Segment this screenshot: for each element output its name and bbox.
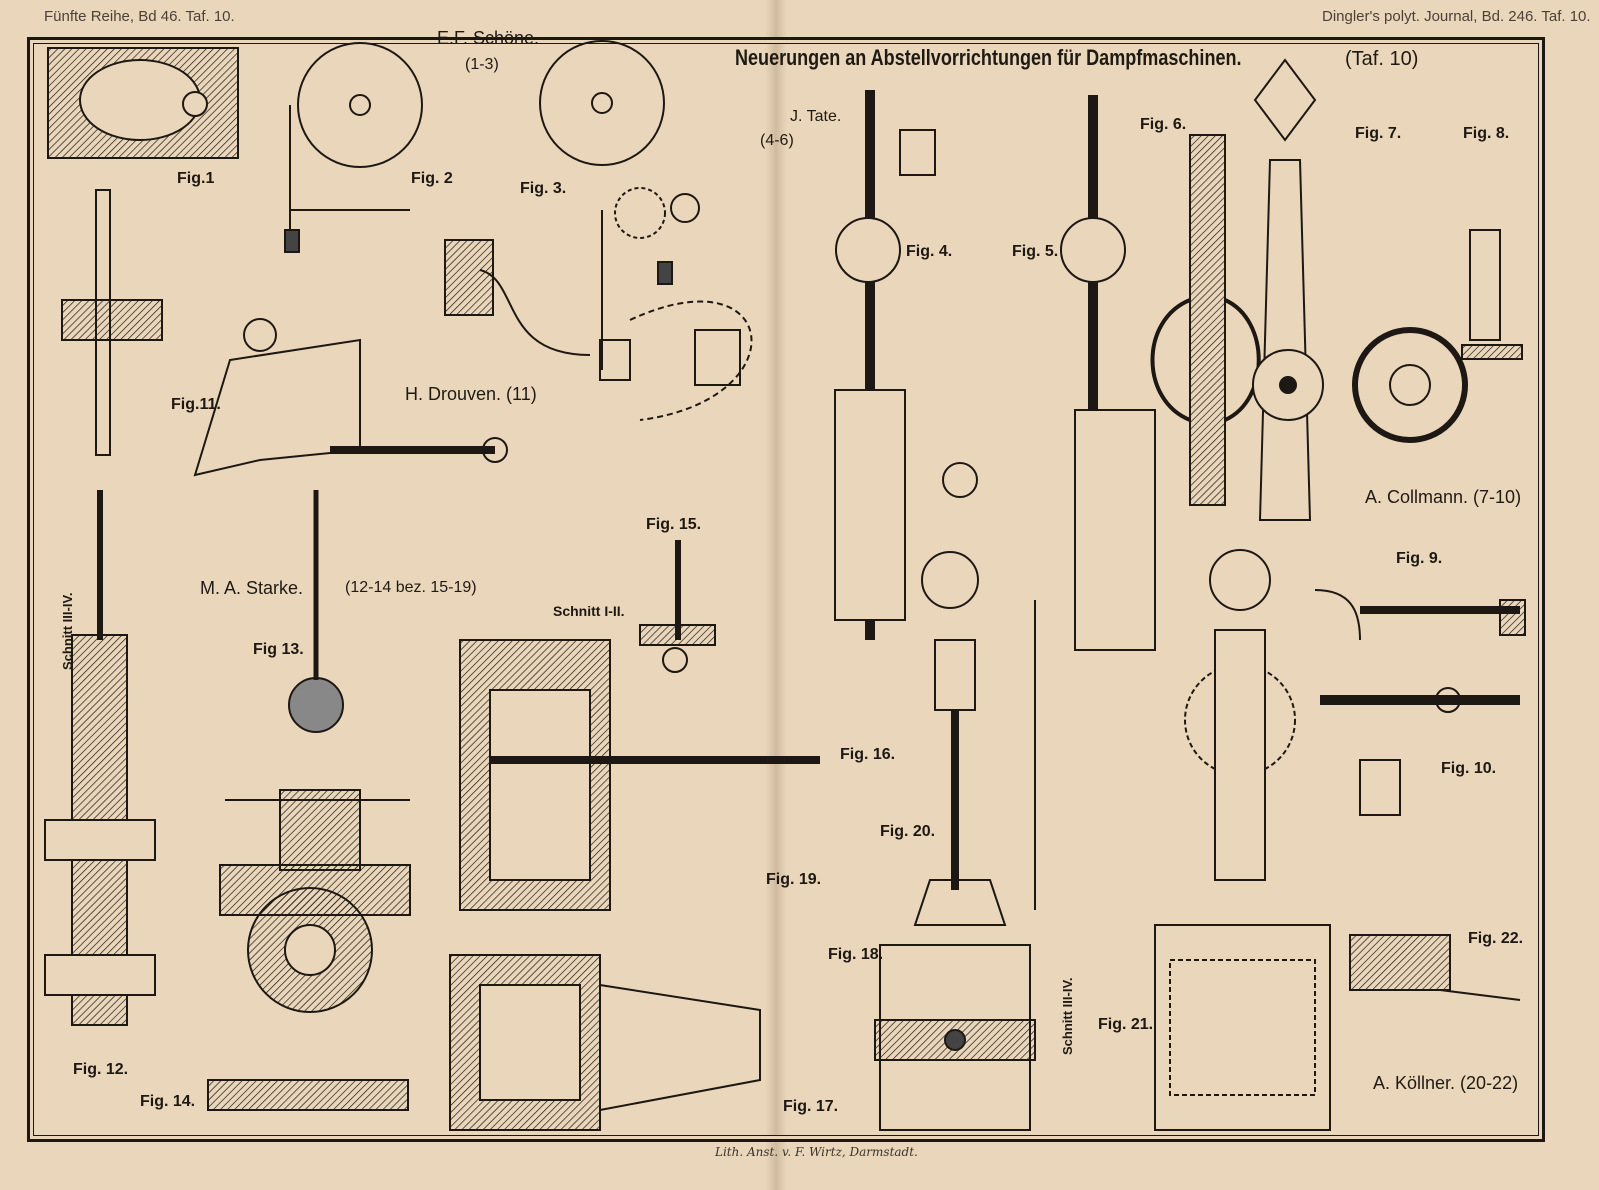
fig-12-label: Fig. 12. bbox=[73, 1061, 129, 1078]
fig-2-label: Fig. 2 bbox=[411, 170, 453, 187]
fig20-drawing bbox=[913, 551, 1036, 926]
fig22-drawing bbox=[1349, 934, 1521, 1001]
fig-8-label: Fig. 8. bbox=[1463, 125, 1510, 142]
fig-3-label: Fig. 3. bbox=[520, 180, 567, 197]
fig14-drawing bbox=[207, 1079, 409, 1111]
fig6-drawing bbox=[1150, 134, 1261, 506]
fig-19-label: Fig. 19. bbox=[766, 871, 822, 888]
fig-11-label: Fig.11. bbox=[171, 396, 221, 413]
fig17-drawing bbox=[449, 954, 761, 1131]
fig4-tate-drawing bbox=[834, 90, 978, 640]
fig21-drawing bbox=[1154, 549, 1331, 1131]
page-fold bbox=[765, 0, 787, 1190]
schnitt-1-2-drawing bbox=[459, 639, 820, 911]
lithographer-credit: Lith. Anst. v. F. Wirtz, Darmstadt. bbox=[715, 1145, 918, 1159]
fig5-tate-drawing bbox=[1060, 95, 1156, 651]
fig-18-label: Fig. 18. bbox=[828, 946, 884, 963]
fig-22-label: Fig. 22. bbox=[1468, 930, 1524, 947]
author-schoene-figs: (1-3) bbox=[465, 56, 499, 73]
author-starke: M. A. Starke. bbox=[200, 578, 304, 598]
section-label-1-2: Schnitt I-II. bbox=[553, 603, 625, 619]
fig12-section-drawing bbox=[44, 490, 156, 1026]
fig-17-label: Fig. 17. bbox=[783, 1098, 839, 1115]
fig-7-label: Fig. 7. bbox=[1355, 125, 1402, 142]
fig-5-label: Fig. 5. bbox=[1012, 243, 1059, 260]
author-drouven: H. Drouven. (11) bbox=[405, 384, 537, 404]
fig-16-label: Fig. 16. bbox=[840, 746, 896, 763]
fig3-wheel-drawing bbox=[539, 40, 700, 370]
author-starke-figs: (12-14 bez. 15-19) bbox=[345, 579, 477, 596]
fig7-collmann-drawing bbox=[1252, 58, 1468, 521]
fig-9-label: Fig. 9. bbox=[1396, 550, 1443, 567]
author-collmann: A. Collmann. (7-10) bbox=[1365, 487, 1522, 507]
fig2-wheel-drawing bbox=[284, 42, 423, 253]
fig18-drawing bbox=[874, 944, 1036, 1131]
fig11-lever-drawing bbox=[61, 189, 508, 477]
header-right: Dingler's polyt. Journal, Bd. 246. Taf. … bbox=[1322, 8, 1591, 25]
plate-number: (Taf. 10) bbox=[1345, 48, 1419, 70]
fig-15-label: Fig. 15. bbox=[646, 516, 702, 533]
fig-20-label: Fig. 20. bbox=[880, 823, 936, 840]
fig-1-label: Fig.1 bbox=[177, 170, 215, 187]
fig1-valve-drawing bbox=[47, 47, 239, 159]
fig9-drawing bbox=[1314, 589, 1526, 641]
author-tate-figs: (4-6) bbox=[760, 132, 794, 149]
section-label-3-4-left: Schnitt III-IV. bbox=[60, 592, 75, 670]
section-label-3-4-right: Schnitt III-IV. bbox=[1060, 977, 1075, 1055]
author-schoene: E.F. Schöne. bbox=[437, 28, 540, 48]
fig-13-label: Fig 13. bbox=[253, 641, 304, 658]
drouven-valve-drawing bbox=[444, 239, 753, 421]
author-tate: J. Tate. bbox=[790, 108, 842, 125]
fig-14-label: Fig. 14. bbox=[140, 1093, 196, 1110]
fig13-governor-drawing bbox=[219, 490, 411, 1013]
fig8-drawing bbox=[1461, 229, 1523, 360]
fig15-drawing bbox=[639, 540, 716, 673]
fig-4-label: Fig. 4. bbox=[906, 243, 953, 260]
header-left: Fünfte Reihe, Bd 46. Taf. 10. bbox=[44, 8, 235, 25]
fig-21-label: Fig. 21. bbox=[1098, 1016, 1154, 1033]
fig-10-label: Fig. 10. bbox=[1441, 760, 1497, 777]
plate-title: Neuerungen an Abstellvorrichtungen für D… bbox=[735, 45, 1242, 70]
fig-6-label: Fig. 6. bbox=[1140, 116, 1187, 133]
author-koellner: A. Köllner. (20-22) bbox=[1373, 1073, 1519, 1093]
plate-frame bbox=[27, 37, 1545, 1142]
fig10-drawing bbox=[1320, 687, 1520, 816]
